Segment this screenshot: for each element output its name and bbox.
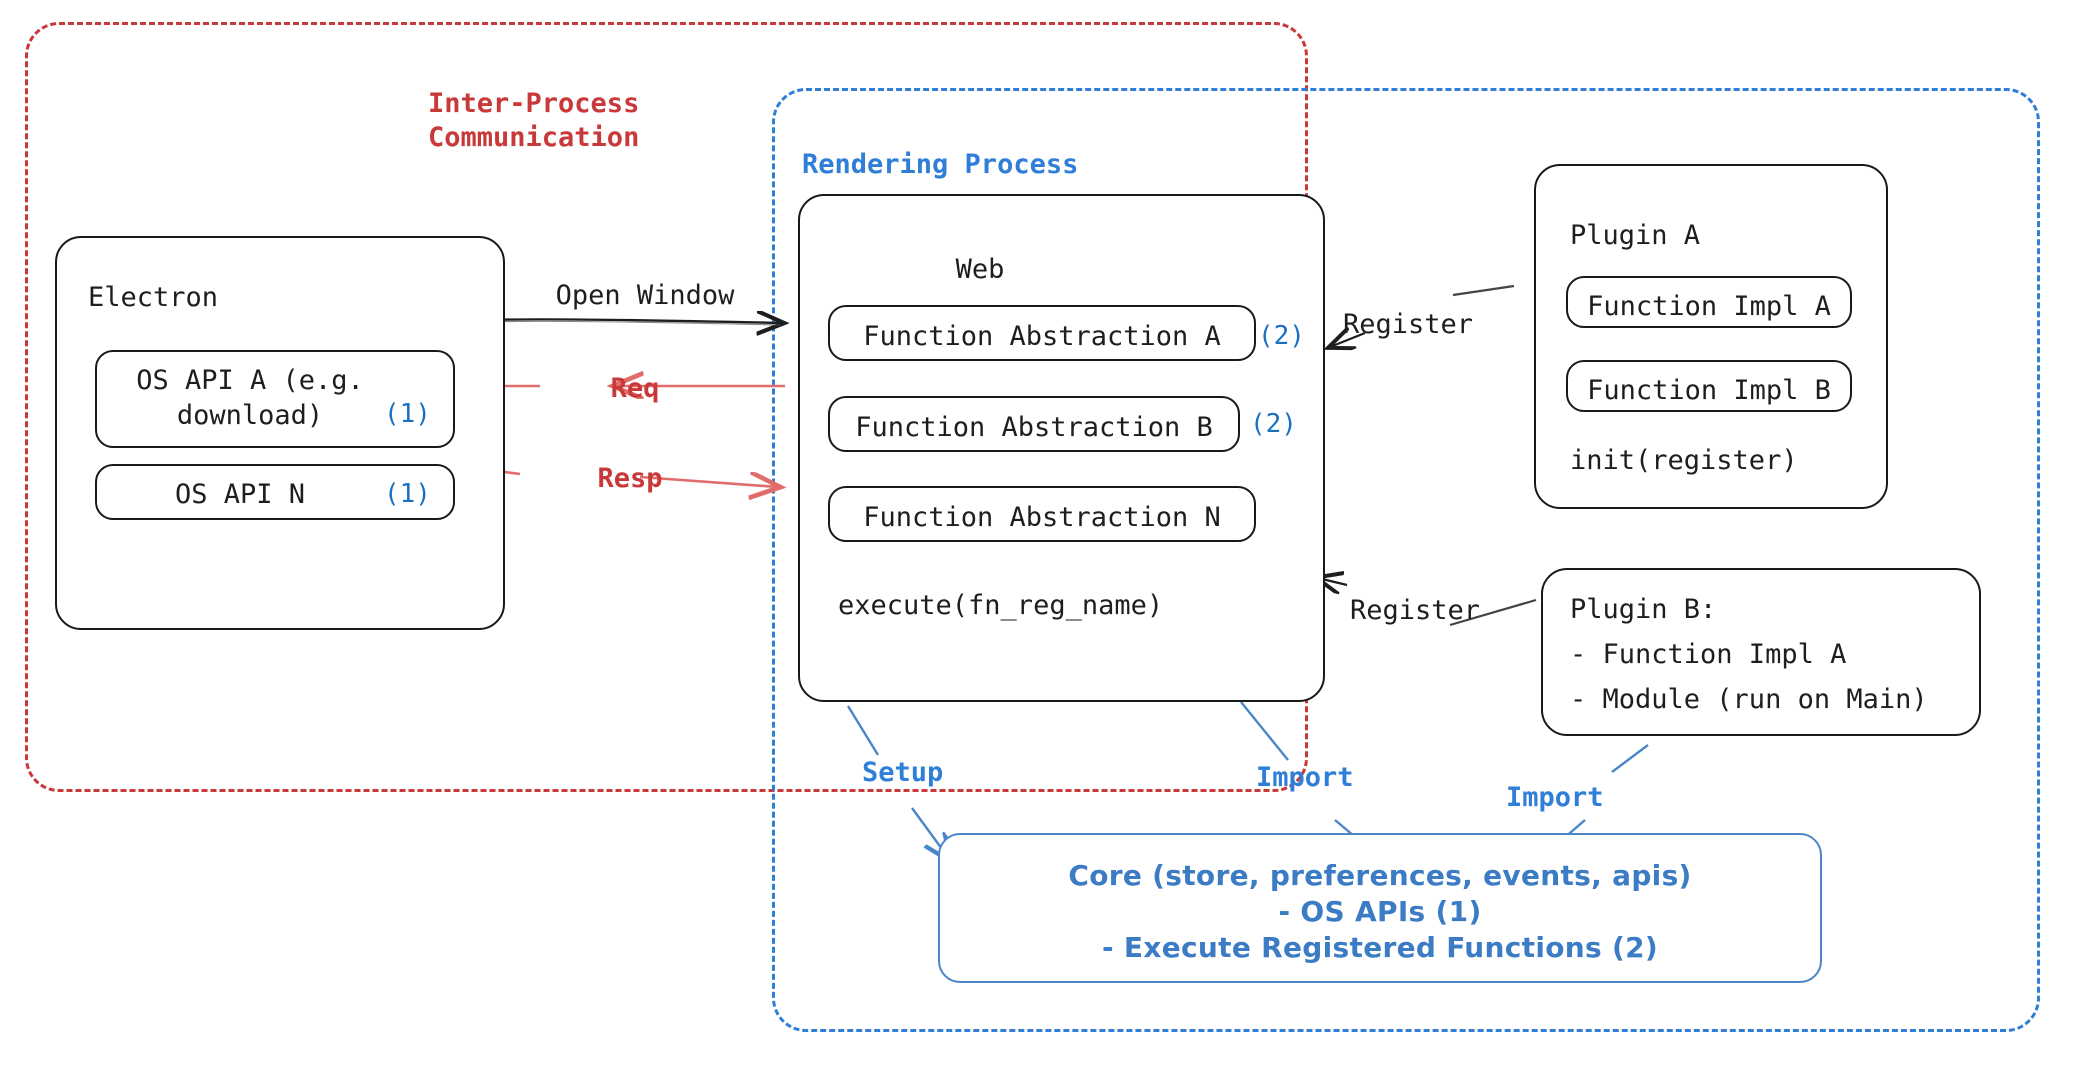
web-title: Web: [955, 254, 1005, 285]
core-box[interactable]: [938, 833, 1822, 983]
plugin-a-title: Plugin A: [1570, 220, 1701, 251]
os-api-a-mark: (1): [384, 399, 431, 429]
register-plugin-b-label: Register: [1350, 595, 1481, 626]
ipc-label-line1: Inter-Process: [428, 88, 640, 119]
core-line-3: - Execute Registered Functions (2): [1101, 931, 1659, 964]
plugin-a-function-impl-a-label: Function Impl A: [1587, 291, 1831, 322]
web-execute-label: execute(fn_reg_name): [838, 590, 1164, 621]
rendering-process-label: Rendering Process: [802, 149, 1079, 180]
register-plugin-a-label: Register: [1343, 309, 1474, 340]
plugin-a-function-impl-a-box[interactable]: [1566, 276, 1852, 328]
core-line-1: Core (store, preferences, events, apis): [1068, 859, 1692, 892]
function-abstraction-b-mark: (2): [1250, 409, 1297, 439]
plugin-a-init-label: init(register): [1570, 445, 1798, 476]
open-window-label: Open Window: [555, 280, 735, 311]
rendering-process-boundary: [772, 88, 2040, 1032]
plugin-b-item-1: - Module (run on Main): [1570, 684, 1928, 715]
os-api-n-box[interactable]: [95, 464, 455, 520]
os-api-a-label: OS API A (e.g. download): [136, 365, 364, 432]
electron-title: Electron: [88, 282, 219, 313]
plugin-b-item-0: - Function Impl A: [1570, 639, 1847, 670]
function-abstraction-n-label: Function Abstraction N: [863, 502, 1221, 533]
plugin-b-box: [1541, 568, 1981, 736]
function-abstraction-b-box[interactable]: [828, 396, 1240, 452]
function-abstraction-b-label: Function Abstraction B: [855, 412, 1213, 443]
function-abstraction-a-label: Function Abstraction A: [863, 321, 1221, 352]
plugin-a-function-impl-b-box[interactable]: [1566, 360, 1852, 412]
plugin-a-box: [1534, 164, 1888, 509]
function-abstraction-a-box[interactable]: [828, 305, 1256, 361]
ipc-label-line2: Communication: [428, 122, 640, 153]
import-web-label: Import: [1256, 762, 1354, 793]
core-line-2: - OS APIs (1): [1278, 895, 1482, 928]
import-plugin-label: Import: [1506, 782, 1604, 813]
os-api-a-box[interactable]: [95, 350, 455, 448]
setup-label: Setup: [862, 757, 944, 788]
os-api-n-label: OS API N: [174, 479, 306, 510]
plugin-a-function-impl-b-label: Function Impl B: [1587, 375, 1831, 406]
os-api-n-mark: (1): [384, 479, 431, 509]
function-abstraction-n-box[interactable]: [828, 486, 1256, 542]
resp-label: Resp: [597, 463, 663, 494]
plugin-b-title: Plugin B:: [1570, 594, 1717, 625]
req-label: Req: [610, 373, 660, 404]
function-abstraction-a-mark: (2): [1258, 321, 1305, 351]
